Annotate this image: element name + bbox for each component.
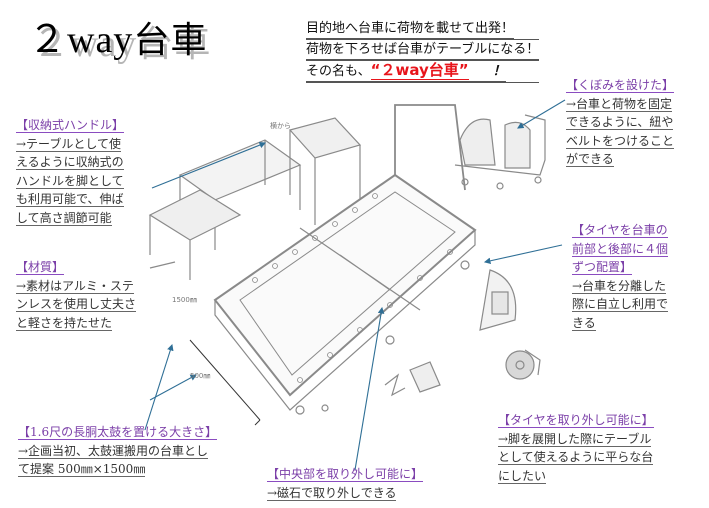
title-suffix: 台車 bbox=[133, 20, 208, 61]
note-line: きる bbox=[572, 315, 596, 331]
note-line: にしたい bbox=[498, 468, 547, 484]
dimension-label-500: 500㎜ bbox=[190, 372, 210, 380]
note-tire-layout: 【タイヤを台車の 前部と後部に４個 ずつ配置】 →台車を分離した 際に自立し利用… bbox=[572, 221, 669, 332]
note-line: ベルトをつけること bbox=[566, 133, 675, 149]
note-tires-removable: 【タイヤを取り外し可能に】 →脚を展開した際にテーブル として使えるように平らな… bbox=[498, 411, 654, 485]
note-heading: 【中央部を取り外し可能に】 bbox=[267, 467, 424, 482]
note-recess: 【くぼみを設けた】 →台車と荷物を固定 できるように、紐や ベルトをつけること … bbox=[566, 76, 675, 169]
note-line: と軽さを持たせた bbox=[16, 315, 113, 331]
note-line: →磁石で取り外しできる bbox=[267, 485, 397, 501]
sketch-small-note: 横から bbox=[270, 121, 291, 130]
title-prefix: ２way bbox=[28, 19, 134, 61]
tagline-line-2: 荷物を下ろせば台車がテーブルになる！ bbox=[306, 40, 540, 60]
tagline: 目的地へ台車に荷物を載せて出発！ 荷物を下ろせば台車がテーブルになる！ その名も… bbox=[306, 19, 540, 83]
note-line: ハンドルを脚として bbox=[16, 173, 124, 189]
note-center-removable: 【中央部を取り外し可能に】 →磁石で取り外しできる bbox=[267, 465, 424, 502]
note-heading: 【タイヤを台車の bbox=[572, 223, 668, 238]
page-title: ２way台車 bbox=[28, 18, 207, 63]
note-line: →台車と荷物を固定 bbox=[566, 96, 673, 112]
note-heading: 【1.6尺の長胴太鼓を置ける大きさ】 bbox=[18, 425, 218, 440]
note-line: ンレスを使用し丈夫さ bbox=[16, 297, 137, 312]
note-line: て提案 500㎜×1500㎜ bbox=[18, 462, 146, 477]
note-line: →台車を分離した bbox=[572, 278, 667, 294]
dimension-label-1500: 1500㎜ bbox=[172, 296, 197, 304]
note-line: ができる bbox=[566, 152, 614, 167]
note-heading: 【収納式ハンドル】 bbox=[16, 118, 125, 133]
note-line: として使えるように平らな台 bbox=[498, 450, 654, 465]
note-heading: 【くぼみを設けた】 bbox=[566, 78, 675, 93]
note-size: 【1.6尺の長胴太鼓を置ける大きさ】 →企画当初、太鼓運搬用の台車とし て提案 … bbox=[18, 423, 218, 479]
note-line: →素材はアルミ・ステ bbox=[16, 278, 134, 294]
note-line: も利用可能で、伸ば bbox=[16, 192, 124, 207]
product-name: “２way台車” bbox=[370, 61, 469, 80]
note-line: →テーブルとして使 bbox=[16, 136, 121, 152]
note-heading: ずつ配置】 bbox=[572, 260, 633, 275]
tagline-exclaim: ！ bbox=[492, 64, 506, 79]
tagline-prefix: その名も、 bbox=[306, 64, 371, 79]
note-heading: 【材質】 bbox=[16, 260, 65, 275]
note-line: えるように収納式の bbox=[16, 155, 124, 170]
note-heading: 【タイヤを取り外し可能に】 bbox=[498, 413, 654, 428]
tagline-line-3: その名も、“２way台車” ！ bbox=[306, 61, 506, 82]
note-line: して高さ調節可能 bbox=[16, 210, 112, 226]
tagline-line-1: 目的地へ台車に荷物を載せて出発！ bbox=[306, 19, 515, 39]
note-line: 際に自立し利用で bbox=[572, 297, 669, 312]
note-line: →企画当初、太鼓運搬用の台車とし bbox=[18, 443, 209, 459]
note-material: 【材質】 →素材はアルミ・ステ ンレスを使用し丈夫さ と軽さを持たせた bbox=[16, 258, 137, 332]
note-line: →脚を展開した際にテーブル bbox=[498, 431, 652, 447]
note-heading: 前部と後部に４個 bbox=[572, 241, 669, 257]
note-line: できるように、紐や bbox=[566, 115, 674, 130]
note-retractable-handle: 【収納式ハンドル】 →テーブルとして使 えるように収納式の ハンドルを脚として … bbox=[16, 116, 125, 227]
